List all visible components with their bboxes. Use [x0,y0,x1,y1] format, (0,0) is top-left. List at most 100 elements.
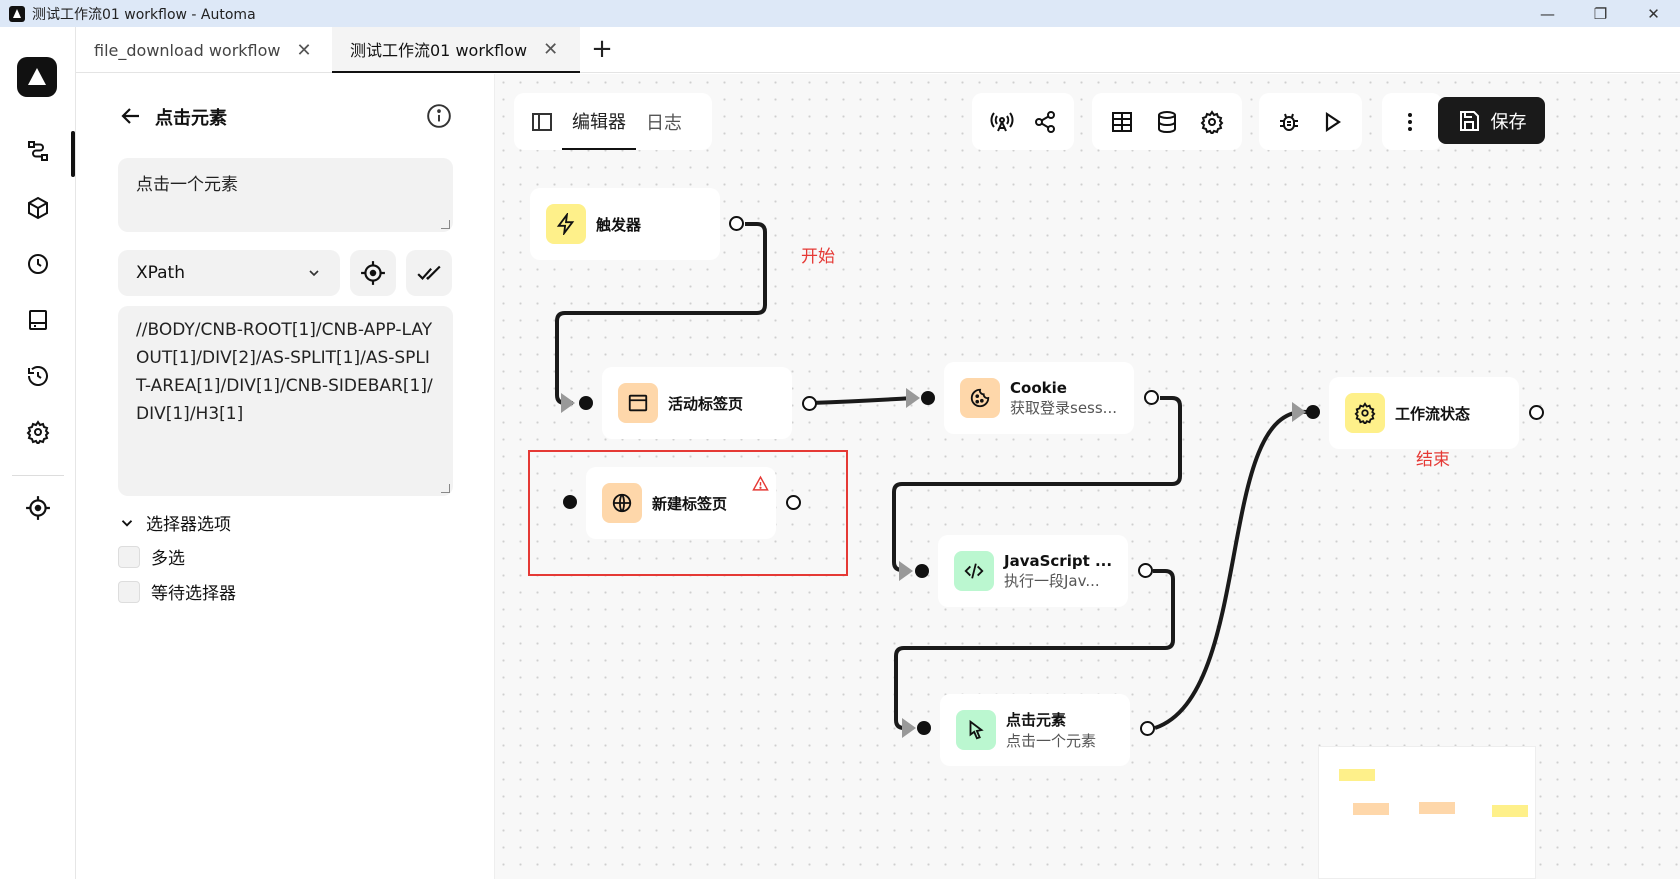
gear-icon[interactable] [1189,99,1234,145]
packages-nav-icon[interactable] [18,188,58,228]
description-textarea[interactable]: 点击一个元素 [118,158,453,232]
workflows-nav-icon[interactable] [18,131,58,171]
minimize-button[interactable]: — [1540,4,1555,23]
trigger-node[interactable]: 触发器 [530,188,720,260]
close-tab-icon[interactable]: ✕ [543,38,559,60]
globe-icon [602,483,642,523]
minimap[interactable] [1318,746,1536,879]
schedule-nav-icon[interactable] [18,244,58,284]
settings-nav-icon[interactable] [18,412,58,452]
window-title: 测试工作流01 workflow - Automa [32,6,256,23]
input-port[interactable] [563,495,577,509]
edge-arrow [906,388,920,408]
code-icon [954,551,994,591]
tab-label: 测试工作流01 workflow [350,41,528,60]
save-icon [1459,110,1479,131]
share-icon[interactable] [1023,99,1066,145]
tab-label: file_download workflow [94,40,281,60]
edge-arrow [561,393,575,413]
close-window-button[interactable]: ✕ [1647,4,1660,23]
automa-logo[interactable] [17,57,57,97]
element-picker-nav-icon[interactable] [18,488,58,528]
output-port[interactable] [1144,390,1159,405]
output-port[interactable] [1529,405,1544,420]
output-port[interactable] [802,396,817,411]
input-port[interactable] [917,721,931,735]
history-nav-icon[interactable] [18,356,58,396]
play-icon[interactable] [1311,99,1355,145]
checkbox-box[interactable] [118,580,140,603]
output-port[interactable] [1140,721,1155,736]
database-icon[interactable] [1145,99,1190,145]
cookie-icon [960,378,1000,418]
node-subtitle: 执行一段Jav... [1004,571,1100,590]
minimap-node [1419,802,1455,814]
output-port[interactable] [786,495,801,510]
workflow-state-node[interactable]: 工作流状态 [1329,377,1519,449]
multiple-label: 多选 [151,549,185,569]
minimap-node [1492,805,1528,817]
more-toolbar [1382,93,1442,150]
click-element-node[interactable]: 点击元素 点击一个元素 [940,694,1130,766]
start-annotation: 开始 [801,247,835,267]
description-text: 点击一个元素 [136,175,238,195]
chevron-down-icon [309,270,319,277]
new-tab-node[interactable]: 新建标签页 [586,467,776,539]
automa-app-icon [9,5,25,22]
more-vertical-icon[interactable] [1390,99,1430,145]
input-port[interactable] [921,391,935,405]
info-icon[interactable] [426,103,452,129]
save-label: 保存 [1490,111,1527,133]
selector-textarea[interactable]: //BODY/CNB-ROOT[1]/CNB-APP-LAYOUT[1]/DIV… [118,306,453,496]
save-button[interactable]: 保存 [1438,97,1545,144]
workflow-tabs-bar: file_download workflow ✕ 测试工作流01 workflo… [76,27,1680,73]
active-tab-node[interactable]: 活动标签页 [602,367,792,439]
minimap-node [1339,769,1375,781]
tab-editor[interactable]: 编辑器 [562,93,636,150]
selector-options-toggle[interactable]: 选择器选项 [118,510,231,535]
workflow-canvas[interactable]: 编辑器 日志 保存 [495,74,1680,879]
minimap-node [1353,803,1389,815]
selector-options-label: 选择器选项 [146,515,231,535]
rail-divider [12,475,64,476]
resize-handle[interactable] [441,484,450,493]
input-port[interactable] [915,564,929,578]
node-title: 点击元素 [1006,711,1067,729]
gear-icon [1345,393,1385,433]
resize-handle[interactable] [441,220,450,229]
warning-icon [752,475,769,491]
toggle-sidebar-icon[interactable] [522,99,562,145]
browser-window-icon [618,383,658,423]
selector-type-select[interactable]: XPath [118,250,340,296]
chevron-down-icon [121,519,133,527]
table-icon[interactable] [1100,99,1145,145]
output-port[interactable] [729,216,744,231]
add-tab-button[interactable]: + [591,34,613,64]
javascript-node[interactable]: JavaScript ... 执行一段Jav... [938,535,1128,607]
broadcast-icon[interactable] [980,99,1023,145]
highlight-box-annotation [528,450,848,576]
close-tab-icon[interactable]: ✕ [296,39,312,61]
tab-test-workflow[interactable]: 测试工作流01 workflow ✕ [332,27,580,73]
output-port[interactable] [1138,563,1153,578]
edge-arrow [902,718,916,738]
wait-selector-checkbox[interactable]: 等待选择器 [118,579,236,604]
back-arrow-icon[interactable] [119,104,143,128]
select-element-button[interactable] [350,250,396,296]
node-title: Cookie [1010,378,1067,397]
app-sidebar [0,27,76,879]
storage-nav-icon[interactable] [18,300,58,340]
maximize-button[interactable]: ❐ [1593,4,1608,23]
selector-value: //BODY/CNB-ROOT[1]/CNB-APP-LAYOUT[1]/DIV… [136,320,433,424]
checkbox-box[interactable] [118,545,140,568]
multiple-checkbox[interactable]: 多选 [118,544,185,569]
tab-logs[interactable]: 日志 [646,112,682,134]
tab-file-download[interactable]: file_download workflow ✕ [76,27,330,73]
input-port[interactable] [1306,405,1320,419]
input-port[interactable] [579,396,593,410]
verify-selector-button[interactable] [406,250,452,296]
editor-toolbar: 编辑器 日志 [514,93,712,150]
cookie-node[interactable]: Cookie 获取登录sess... [944,362,1134,434]
debug-bug-icon[interactable] [1267,99,1311,145]
window-titlebar: 测试工作流01 workflow - Automa — ❐ ✕ [0,0,1680,27]
